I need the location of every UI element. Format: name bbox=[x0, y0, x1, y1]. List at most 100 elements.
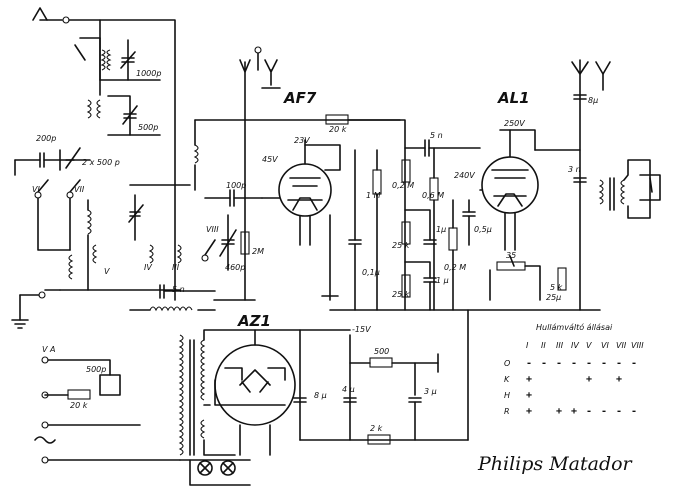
label-2x500p: 2 x 500 p bbox=[82, 158, 120, 167]
wave-switches-mid: IV III VIII 5 n bbox=[128, 184, 219, 312]
switch-viii: VIII bbox=[206, 225, 219, 234]
table-row-label: R bbox=[504, 407, 510, 416]
label-500p-top: 500p bbox=[138, 123, 158, 132]
table-cell: - bbox=[556, 358, 562, 369]
antenna-input bbox=[32, 7, 176, 301]
table-cell: + bbox=[526, 390, 532, 401]
table-col-header: VII bbox=[616, 341, 627, 350]
label-8mu: 8µ bbox=[588, 96, 598, 105]
tube-az1-label: AZ1 bbox=[237, 312, 271, 330]
label-3mu: 3 µ bbox=[424, 387, 437, 396]
table-cell: - bbox=[586, 406, 592, 417]
tube-al1-label: AL1 bbox=[497, 89, 530, 107]
interstage-network: 0,2 M 25 k 25 k 1µ 1 µ bbox=[392, 159, 449, 311]
label-2m-grid: 2M bbox=[252, 247, 264, 256]
label-500p-mains: 500p bbox=[86, 365, 106, 374]
label-4mu: 4 µ bbox=[342, 385, 355, 394]
label-8mu-az: 8 µ bbox=[314, 391, 327, 400]
pilot-lamps bbox=[179, 459, 251, 476]
mains-input: V A 500p 20 k bbox=[34, 345, 181, 464]
table-cell: + bbox=[571, 406, 577, 417]
label-5n-low: 5 n bbox=[172, 285, 185, 294]
label-02m-a: 0,2 M bbox=[392, 181, 414, 190]
table-row-label: O bbox=[504, 359, 510, 368]
label-06m: 0,6 M bbox=[422, 191, 444, 200]
af7-tube: AF7 23V 45V bbox=[261, 89, 341, 301]
switch-iv: IV bbox=[144, 263, 152, 272]
table-cell: + bbox=[526, 374, 532, 385]
label-1mu: 1µ bbox=[436, 225, 446, 234]
table-col-header: VI bbox=[601, 341, 609, 350]
label-250v: 250V bbox=[504, 119, 525, 128]
table-cell: - bbox=[526, 358, 532, 369]
label-45v: 45V bbox=[262, 155, 278, 164]
al1-tube: AL1 250V 35 25µ bbox=[479, 89, 561, 302]
label-va: V A bbox=[42, 345, 56, 354]
switch-v: V bbox=[104, 267, 110, 276]
label-1m: 1 M bbox=[366, 191, 381, 200]
table-cell: + bbox=[616, 374, 622, 385]
table-col-header: V bbox=[586, 341, 592, 350]
table-col-header: III bbox=[556, 341, 564, 350]
table-cell: - bbox=[631, 406, 637, 417]
table-cell: - bbox=[541, 358, 547, 369]
label-20k-mains: 20 k bbox=[70, 401, 88, 410]
table-cell: + bbox=[526, 406, 532, 417]
if-coil bbox=[193, 119, 401, 191]
label-240v: 240V bbox=[454, 171, 475, 180]
caption: Philips Matador bbox=[477, 453, 634, 475]
label-500: 500 bbox=[374, 347, 389, 356]
al1-coupling: 5 n 0,6 M 0,2 M 0,5µ 240V bbox=[404, 131, 492, 311]
rf-coil-500p: 500p bbox=[86, 95, 161, 136]
output-stage: 8µ 3 n 5 k bbox=[534, 59, 661, 311]
table-cell: - bbox=[571, 358, 577, 369]
table-cell: - bbox=[601, 358, 607, 369]
label-200p: 200p bbox=[36, 134, 56, 143]
table-cell: - bbox=[616, 406, 622, 417]
table-cell: - bbox=[601, 406, 607, 417]
table-row-label: H bbox=[504, 391, 510, 400]
label-2k: 2 k bbox=[370, 424, 383, 433]
table-cell: - bbox=[616, 358, 622, 369]
table-col-header: I bbox=[526, 341, 529, 350]
label-35: 35 bbox=[506, 251, 516, 260]
table-col-header: II bbox=[541, 341, 546, 350]
label-3n: 3 n bbox=[568, 165, 581, 174]
label-1mu-b: 1 µ bbox=[436, 276, 449, 285]
oscillator-coils: V bbox=[11, 199, 181, 329]
table-title: Hullámváltó állásai bbox=[536, 322, 613, 332]
label-05mu: 0,5µ bbox=[474, 225, 492, 234]
table-cell: + bbox=[556, 406, 562, 417]
label-5n-top: 5 n bbox=[430, 131, 443, 140]
label-23v: 23V bbox=[294, 136, 310, 145]
az1-tube: AZ1 8 µ bbox=[214, 312, 327, 456]
label-1000p: 1000p bbox=[136, 69, 161, 78]
label-01mu: 0,1µ bbox=[362, 268, 380, 277]
wave-switches-left: VI VII bbox=[32, 179, 85, 251]
label-25mu: 25µ bbox=[546, 293, 561, 302]
label-25k-a: 25 k bbox=[392, 241, 410, 250]
switch-vii: VII bbox=[74, 185, 85, 194]
label-5k: 5 k bbox=[550, 283, 563, 292]
label-minus15v: -15V bbox=[352, 325, 371, 334]
table-col-header: IV bbox=[571, 341, 579, 350]
label-100p: 100p bbox=[226, 181, 246, 190]
switch-iii: III bbox=[172, 263, 180, 272]
tube-af7-label: AF7 bbox=[283, 89, 317, 107]
label-02m-b: 0,2 M bbox=[444, 263, 466, 272]
switch-vi: VI bbox=[32, 185, 40, 194]
table-cell: + bbox=[586, 374, 592, 385]
label-460p: 460p bbox=[225, 263, 245, 272]
grid-coupling: 100p 460p 2M bbox=[204, 46, 281, 301]
table-col-header: VIII bbox=[631, 341, 644, 350]
table-cell: - bbox=[586, 358, 592, 369]
filter-network: -15V 4 µ 500 3 µ 2 k bbox=[299, 309, 601, 445]
screen-resistor: 20 k 0,1µ 1 M bbox=[325, 114, 406, 311]
input-tuning: 200p 2 x 500 p bbox=[14, 134, 120, 176]
table-cell: - bbox=[631, 358, 637, 369]
table-row-label: K bbox=[504, 375, 510, 384]
label-20k: 20 k bbox=[329, 125, 347, 134]
